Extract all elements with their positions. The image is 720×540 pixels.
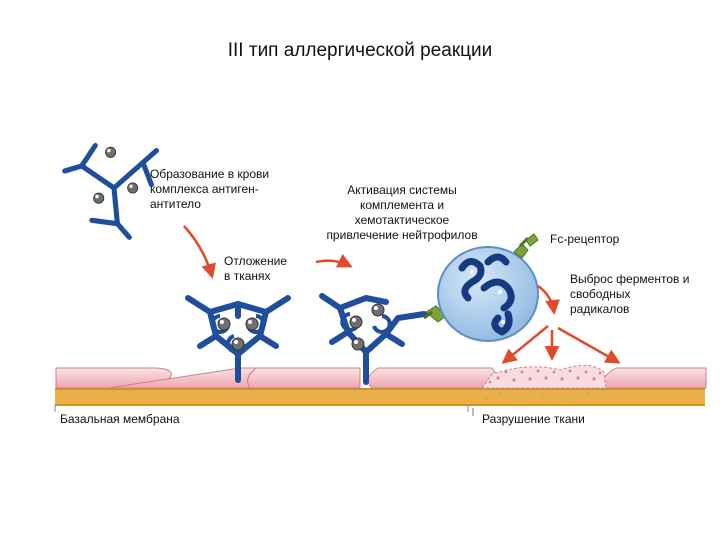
arrow-to-activation <box>315 253 353 268</box>
tissue-cells <box>55 367 707 389</box>
label-fc-receptor: Fc-рецептор <box>550 232 620 246</box>
label-deposition: Отложение в тканях <box>224 254 287 283</box>
label-tissue-damage: Разрушение ткани <box>482 412 585 426</box>
arrow-damage-right <box>557 326 621 364</box>
fc-receptor-free <box>513 233 539 259</box>
basement-membrane <box>55 388 705 406</box>
arrow-damage-left <box>501 325 549 364</box>
damaged-tissue <box>481 365 607 402</box>
arrow-to-deposition <box>183 225 216 279</box>
label-complement-activation: Активация системы комплемента и хемотакт… <box>326 183 478 242</box>
neutrophil-cell <box>437 246 539 342</box>
process-arrows <box>183 225 621 364</box>
immune-complex-blood <box>62 142 160 240</box>
label-complex-formation: Образование в крови комплекса антиген- а… <box>150 167 270 211</box>
label-basement-membrane: Базальная мембрана <box>60 412 180 426</box>
immune-complex-deposited <box>185 295 291 383</box>
label-enzyme-release: Выброс ферментов и свободных радикалов <box>570 272 690 316</box>
diagram-title: III тип аллергической реакции <box>227 40 493 61</box>
immune-complex-tissue <box>319 293 427 385</box>
arrow-to-release <box>537 284 560 315</box>
